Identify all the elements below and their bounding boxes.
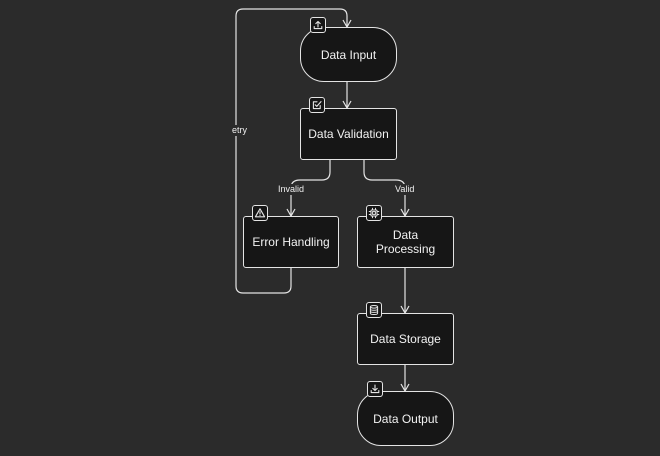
node-label: Error Handling [252, 235, 330, 249]
node-data-processing[interactable]: Data Processing [357, 216, 454, 268]
edge-label-invalid: Invalid [276, 184, 307, 195]
database-icon [366, 302, 382, 318]
download-icon [367, 381, 383, 397]
warning-icon [252, 205, 268, 221]
node-label: Data Input [320, 47, 377, 62]
edge-label-valid: Valid [393, 184, 417, 195]
edge-label-retry: etry [230, 125, 250, 136]
node-label: Data Validation [308, 127, 389, 141]
edge-error-retry-to-input [235, 8, 352, 294]
node-error-handling[interactable]: Error Handling [243, 216, 339, 268]
node-data-storage[interactable]: Data Storage [357, 313, 454, 365]
upload-icon [310, 17, 326, 33]
checkbox-edit-icon [309, 97, 325, 113]
node-label: Data Storage [370, 332, 441, 346]
node-data-input[interactable]: Data Input [300, 27, 397, 82]
node-label: Data Processing [375, 228, 436, 256]
node-data-validation[interactable]: Data Validation [300, 108, 397, 160]
node-data-output[interactable]: Data Output [357, 391, 454, 446]
cpu-chip-icon [366, 205, 382, 221]
node-label: Data Output [373, 411, 438, 426]
